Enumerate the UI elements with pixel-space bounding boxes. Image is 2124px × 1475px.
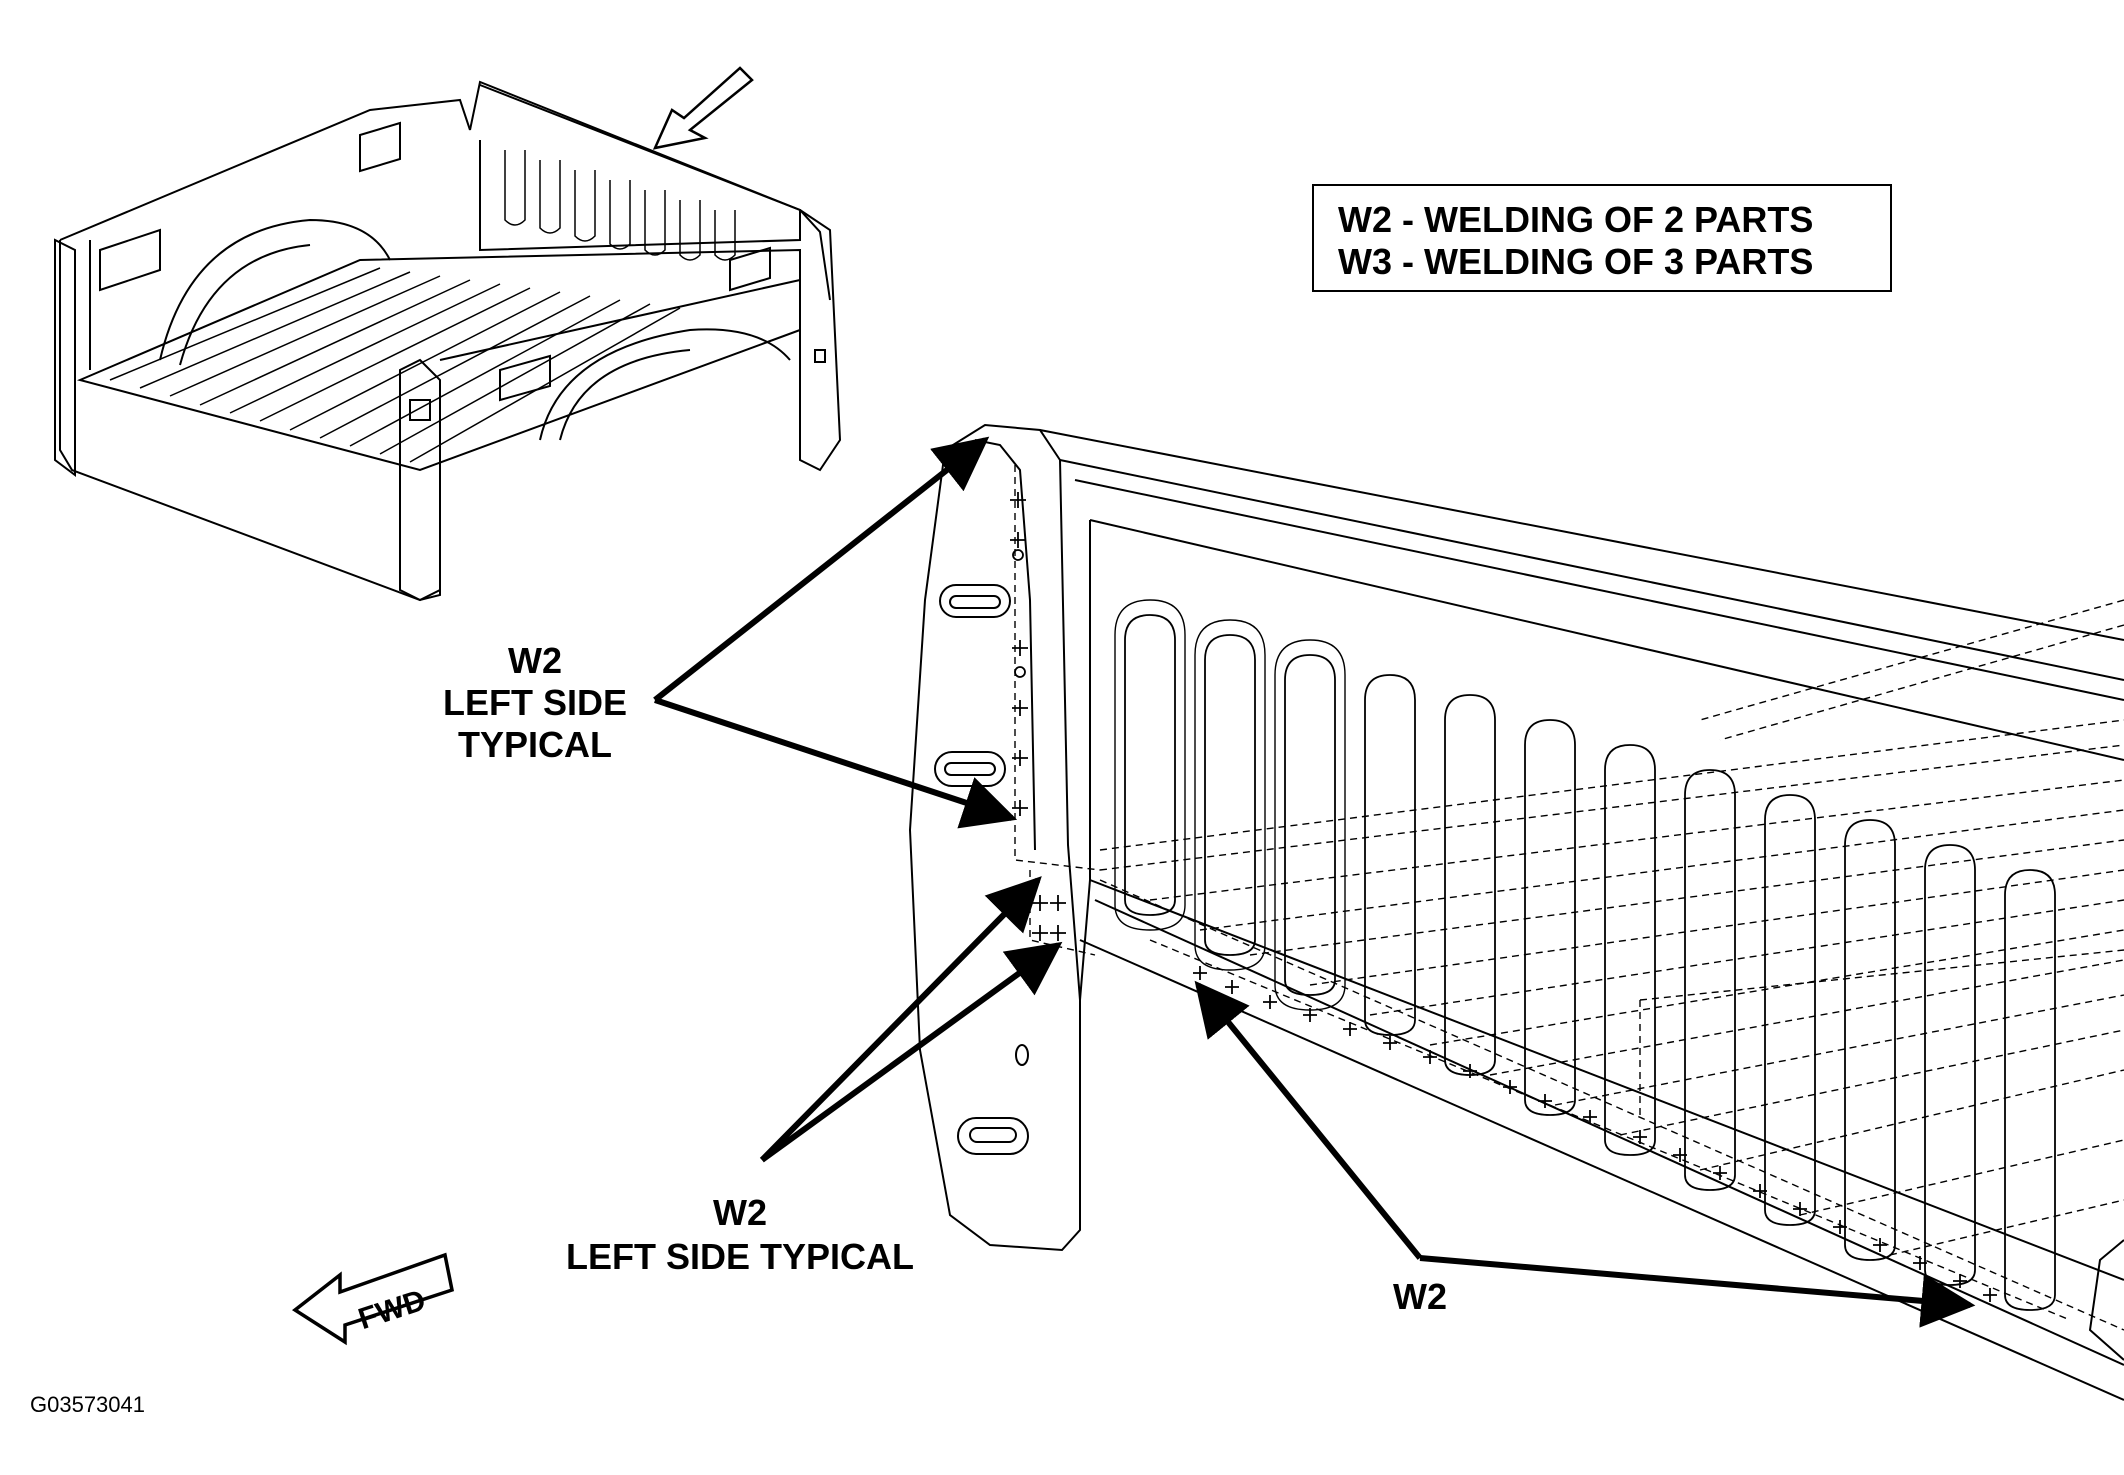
callout-lower-left-title: W2 (713, 1192, 767, 1233)
legend-w2: W2 - WELDING OF 2 PARTS (1338, 199, 1814, 240)
leader-arrow-lower-b (760, 941, 1063, 1163)
view-indicator-arrow (652, 66, 754, 150)
leader-arrow-upper-top (653, 436, 990, 703)
truck-bed-overview (54, 80, 842, 602)
callout-lower-left-line2: LEFT SIDE TYPICAL (565, 1236, 914, 1277)
figure-code: G03573041 (30, 1392, 145, 1417)
front-panel-detail (908, 423, 2124, 1401)
callout-upper-left-line3: TYPICAL (457, 724, 612, 765)
leader-arrow-right-b (1419, 1255, 1976, 1328)
legend-w3: W3 - WELDING OF 3 PARTS (1338, 241, 1814, 282)
callout-upper-left-title: W2 (508, 640, 562, 681)
forward-arrow: FWD (291, 1252, 455, 1346)
weld-legend: W2 - WELDING OF 2 PARTS W3 - WELDING OF … (1312, 184, 1892, 292)
callout-bottom-right: W2 (1393, 1276, 1447, 1317)
callout-upper-left-line2: LEFT SIDE (442, 682, 627, 723)
hidden-lines (1014, 465, 2124, 1331)
leader-arrow-upper-bottom (654, 697, 1018, 829)
leader-arrows (653, 436, 1976, 1328)
leader-arrow-lower-a (759, 876, 1042, 1163)
weld-marks (1010, 492, 1997, 1302)
leader-arrow-right-a (1194, 980, 1423, 1260)
